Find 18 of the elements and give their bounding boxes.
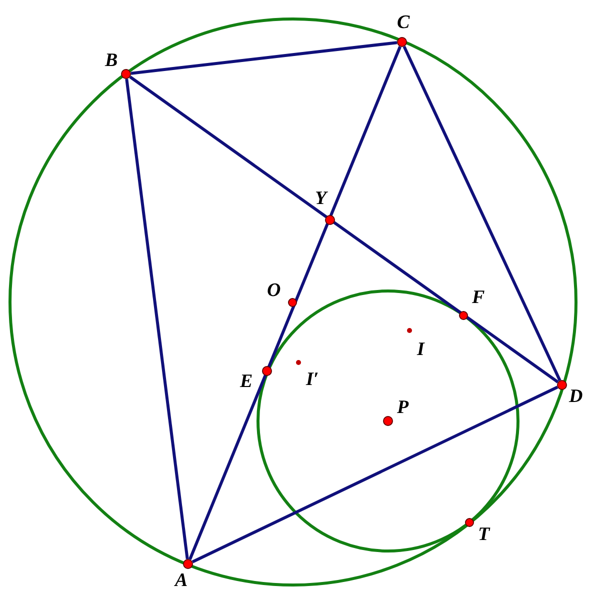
line-segment: [402, 46, 562, 382]
point-label: I′: [306, 370, 319, 389]
point-label: C: [397, 13, 410, 32]
point-label: P: [397, 398, 409, 417]
point-label: Y: [315, 189, 327, 208]
point-label: T: [478, 525, 490, 544]
point-label: O: [267, 281, 281, 300]
point-label: E: [240, 372, 253, 391]
point-label: B: [105, 51, 118, 70]
point-label: F: [472, 288, 485, 307]
line-segment: [188, 46, 402, 560]
line-segment: [130, 41, 398, 75]
line-segment: [129, 76, 559, 384]
line-segment: [125, 78, 189, 560]
point-label: I: [417, 340, 424, 359]
point-label: D: [569, 387, 583, 406]
point-label: A: [175, 571, 188, 590]
line-segment: [192, 386, 558, 564]
